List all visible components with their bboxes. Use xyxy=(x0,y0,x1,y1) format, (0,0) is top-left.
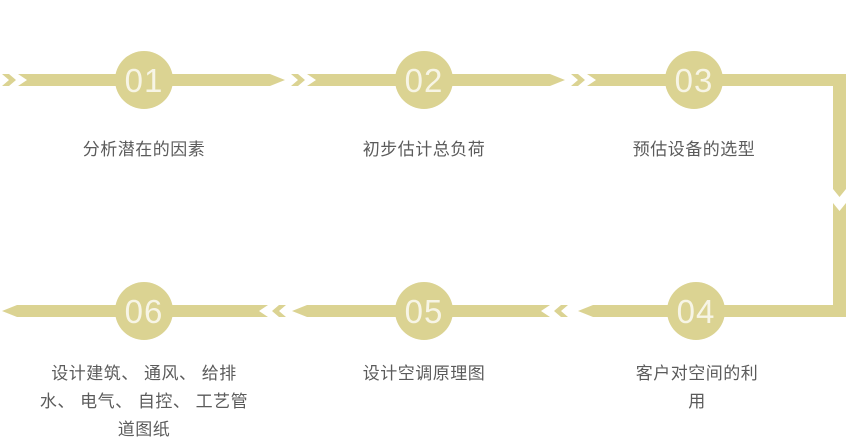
step-3-circle: 03 xyxy=(665,51,723,109)
step-1-circle: 01 xyxy=(115,51,173,109)
label-line: 客户对空间的利 xyxy=(635,364,759,383)
step-6-label: 设计建筑、 通风、 给排 水、 电气、 自控、 工艺管 道图纸 xyxy=(14,360,274,444)
label-line: 分析潜在的因素 xyxy=(82,140,206,159)
chevron-left-icon xyxy=(272,305,286,317)
down-arrow-connector xyxy=(833,74,846,197)
step-1-label: 分析潜在的因素 xyxy=(14,136,274,164)
step-4-number: 04 xyxy=(676,292,716,330)
label-line: 预估设备的选型 xyxy=(632,140,756,159)
vertical-connector xyxy=(833,203,846,317)
step-2-label: 初步估计总负荷 xyxy=(294,136,554,164)
step-1-number: 01 xyxy=(124,61,164,99)
label-line: 设计建筑、 通风、 给排 xyxy=(51,364,237,383)
step-3-number: 03 xyxy=(674,61,714,99)
step-6-number: 06 xyxy=(124,292,164,330)
step-4-circle: 04 xyxy=(667,282,725,340)
step-5-label: 设计空调原理图 xyxy=(294,360,554,388)
step-5-circle: 05 xyxy=(395,282,453,340)
step-2-circle: 02 xyxy=(395,51,453,109)
label-line: 水、 电气、 自控、 工艺管 xyxy=(39,392,249,411)
step-2-number: 02 xyxy=(404,61,444,99)
label-line: 设计空调原理图 xyxy=(362,364,486,383)
chevron-right-icon xyxy=(571,74,585,86)
label-line: 初步估计总负荷 xyxy=(362,140,486,159)
step-3-label: 预估设备的选型 xyxy=(564,136,824,164)
step-4-label: 客户对空间的利 用 xyxy=(567,360,827,416)
label-line: 道图纸 xyxy=(117,420,171,439)
step-5-number: 05 xyxy=(404,292,444,330)
chevron-right-icon xyxy=(2,74,16,86)
chevron-left-icon xyxy=(554,305,568,317)
label-line: 用 xyxy=(688,392,706,411)
chevron-right-icon xyxy=(291,74,305,86)
step-6-circle: 06 xyxy=(115,282,173,340)
